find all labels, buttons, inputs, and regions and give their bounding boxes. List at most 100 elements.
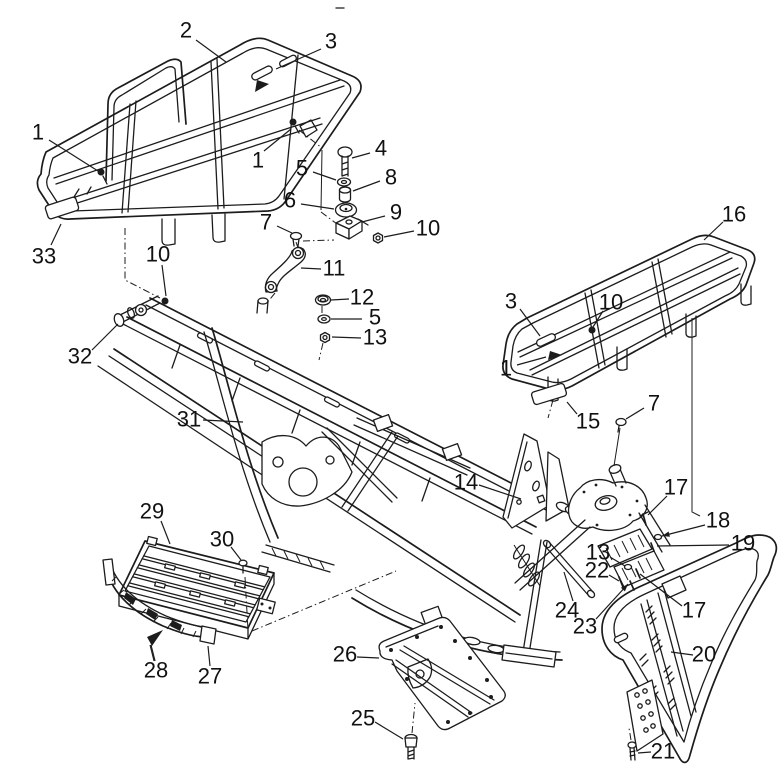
arrow-28-shaft	[149, 644, 155, 662]
tie-rod-end	[586, 589, 596, 599]
bumper-hatch	[667, 697, 677, 711]
spacer-top	[338, 186, 352, 194]
bumper-hatch	[651, 633, 663, 653]
callout-9: 9	[390, 200, 402, 225]
bracket-side	[348, 220, 363, 240]
gusset-hole	[288, 467, 318, 497]
skid-plate	[378, 616, 506, 760]
leader-line-26	[356, 656, 380, 659]
reflector	[44, 196, 80, 220]
gearcase-boss	[594, 495, 618, 511]
gusset-hole	[325, 455, 335, 465]
mount-ear	[257, 564, 269, 576]
skid-hole	[468, 656, 472, 660]
callout-11: 11	[323, 256, 346, 281]
skid-hole	[415, 635, 419, 639]
guard-end-block	[199, 625, 217, 645]
skid-hole	[446, 720, 450, 724]
guard-grip-patch	[146, 608, 158, 620]
gearcase-bolt	[628, 513, 632, 517]
front-rack-hoop-inner	[111, 66, 180, 181]
front-rack-cross	[216, 58, 225, 209]
leader-line-16	[703, 221, 724, 241]
upper-rail	[145, 304, 553, 514]
callout-20: 20	[692, 642, 716, 667]
footrest-hole	[154, 581, 166, 589]
frame-post	[256, 300, 269, 314]
rack-stud-bolt	[289, 118, 297, 126]
front-rack-outer-rim	[36, 37, 362, 220]
cross-braces	[321, 427, 399, 512]
rail-slot	[196, 332, 214, 344]
gearcase-boss	[599, 497, 611, 505]
leader-line-13	[331, 336, 362, 339]
arrow-28-head	[147, 630, 163, 646]
shock-coil	[527, 571, 541, 587]
fin-hole	[524, 460, 532, 472]
leader-line-24	[563, 571, 574, 602]
support-hatch	[271, 547, 325, 570]
assembly-line	[691, 318, 701, 517]
leader-arrowhead-23	[620, 584, 628, 592]
frame-webs	[171, 344, 431, 502]
callout-10: 10	[146, 242, 170, 267]
washer-hole	[340, 179, 348, 185]
assembly-line	[320, 149, 323, 211]
skid-plate-outline	[378, 616, 506, 731]
callout-29: 29	[140, 499, 164, 524]
leader-line-19	[656, 544, 730, 547]
callout-3: 3	[505, 289, 517, 314]
washer-13	[623, 563, 633, 571]
assembly-line	[251, 570, 397, 632]
skid-hole	[489, 695, 493, 699]
rear-bumper	[601, 534, 778, 764]
callout-27: 27	[198, 664, 222, 689]
tip-hole	[642, 688, 648, 694]
callout-19: 19	[731, 531, 755, 556]
nut-hole	[322, 334, 328, 341]
callout-33: 33	[32, 244, 56, 269]
callout-3: 3	[325, 29, 337, 54]
bumper-hatch	[645, 605, 657, 625]
skid-plate-edge	[385, 625, 439, 648]
dipstick-plug-stem	[617, 425, 620, 433]
callout-8: 8	[385, 165, 397, 190]
main-frame	[97, 295, 671, 668]
assembly-line	[411, 702, 416, 734]
front-rack-hoop	[105, 58, 187, 182]
footrest	[102, 535, 397, 662]
assembly-line	[298, 129, 323, 149]
leader-line-29	[160, 520, 171, 545]
rear-strut	[522, 539, 548, 655]
callout-6: 6	[284, 188, 296, 213]
assembly-line	[124, 228, 161, 299]
callout-28: 28	[144, 658, 168, 683]
bolt-shaft	[341, 155, 349, 177]
skid-hole	[468, 711, 472, 715]
tube-end-cap	[113, 313, 125, 327]
bolt-19	[650, 542, 655, 552]
assembly-line	[265, 239, 335, 361]
direction-arrow-mark	[255, 80, 269, 92]
leader-line-11	[300, 267, 322, 270]
leader-line-33	[50, 223, 62, 246]
bolt-25-shaft	[407, 746, 415, 760]
nut	[372, 232, 384, 244]
rack-bolt	[588, 326, 596, 334]
footrest-hole	[199, 572, 211, 580]
spacer	[338, 186, 352, 203]
leader-line-21	[637, 751, 652, 754]
flange-bolt-stem	[292, 238, 300, 247]
footrest-rib	[136, 564, 261, 600]
callout-13: 13	[363, 325, 387, 350]
skid-plate-rib	[399, 645, 495, 705]
leader-line-5	[312, 171, 337, 181]
bolt-30	[238, 559, 248, 567]
rack-tab	[161, 218, 176, 246]
leader-line-3	[275, 48, 322, 70]
direction-arrow-mark	[548, 351, 562, 360]
reflector-bracket	[73, 186, 92, 198]
skid-hole	[405, 677, 409, 681]
